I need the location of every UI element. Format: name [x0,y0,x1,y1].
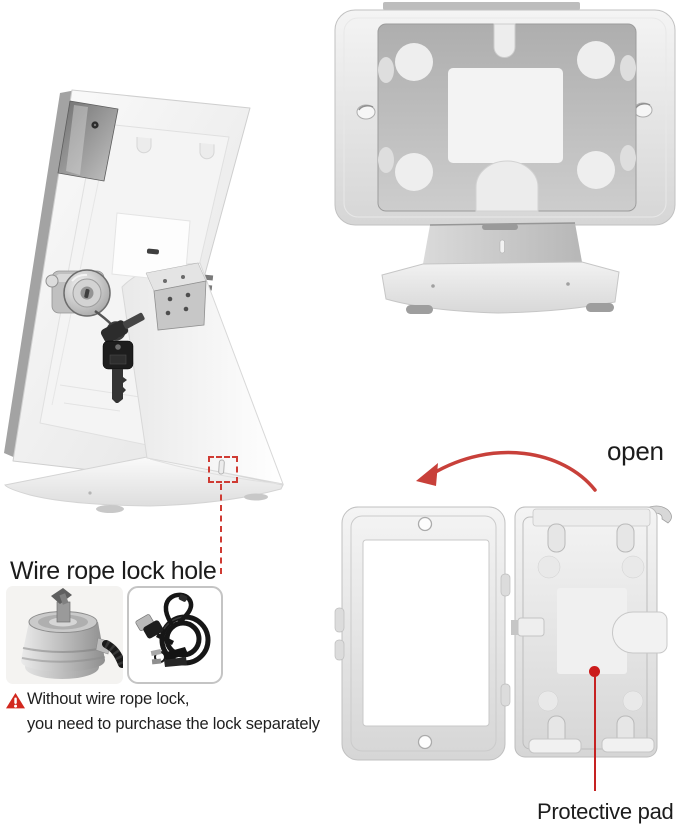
lock-cylinder-illustration [20,588,123,679]
warning-text: Without wire rope lock, you need to purc… [27,687,320,737]
key [163,647,188,661]
retainer-clip [616,523,635,553]
enclosure-front-photo [334,2,676,314]
retainer-clip [547,523,566,553]
open-label: open [607,436,664,466]
mount-bracket [111,212,207,331]
corner-pad [577,151,615,189]
cable-lock-cylinder [45,269,111,317]
pedestal [381,222,620,314]
corner-pad [395,43,433,81]
warning-line-1: Without wire rope lock, [27,690,190,708]
screen-window [362,539,490,727]
wire-rope-lock-hole [218,459,225,475]
open-arrow-icon [416,450,597,492]
corner-pad [577,41,615,79]
corner-pad [395,153,433,191]
protective-pad [557,588,627,674]
frame-hole [417,516,433,532]
lock-cylinder-thumbnail [6,586,123,684]
warning-line-2: you need to purchase the lock separately [27,715,320,733]
stand-side-photo [4,89,284,513]
top-latch-tab [493,23,516,58]
warning-icon [6,693,25,709]
protective-pad-leader-icon [594,676,596,791]
side-screw-slot [356,104,376,120]
stand-base [4,456,284,513]
keys [94,309,145,403]
opened-enclosure-photo [334,505,672,761]
cable-notch [612,611,668,654]
frame-hole [417,734,433,750]
wire-rope-lock-illustration [135,592,211,667]
enclosure-cavity [377,23,637,212]
protective-pad-marker-icon [589,666,600,677]
back-plate-piece [511,505,672,758]
enclosure-top-edge [383,2,580,10]
wire-rope-lock-thumbnail [127,586,223,684]
protective-pad-front [448,68,563,163]
lock-hole-leader-icon [220,484,222,574]
lock-hole-marker-icon [208,456,238,483]
protective-pad-label: Protective pad [537,799,674,824]
cable-cover [475,160,539,212]
lock-hole-title: Wire rope lock hole [10,557,217,585]
front-frame-piece [334,506,511,761]
key [164,657,187,667]
tablet-corner [57,100,119,182]
